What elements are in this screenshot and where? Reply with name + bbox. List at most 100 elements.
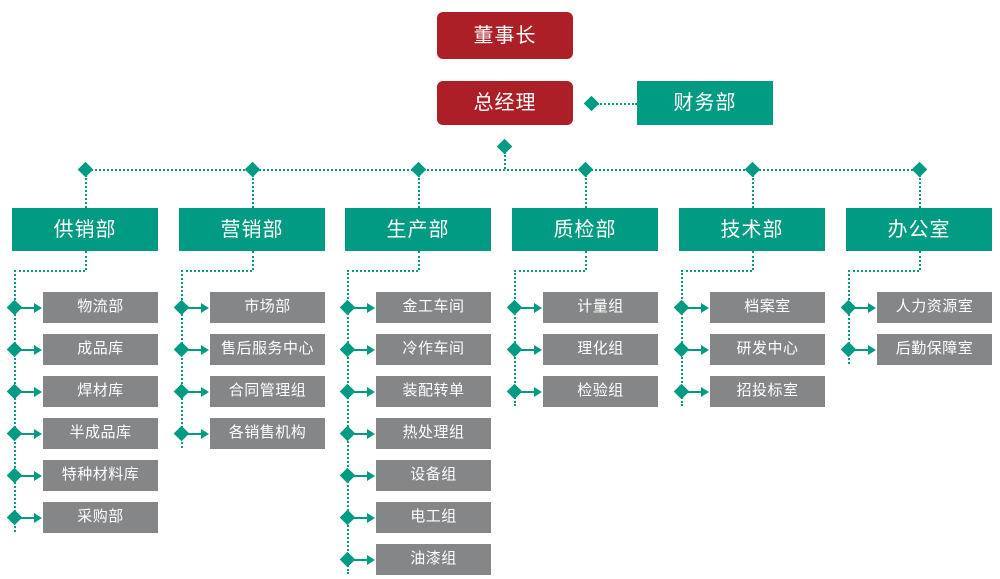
sub-connector-stub-1-1 [187,348,203,351]
dept-rail-elbow-1 [181,270,252,272]
sub-connector-stub-2-0 [353,306,369,309]
dept-rail-elbow-4 [681,270,752,272]
chairman-box: 董事长 [437,12,573,59]
department-box-2[interactable]: 生产部 [345,208,491,251]
dept-rail-vertical-0 [14,270,16,532]
dept-rail-drop-3 [585,251,587,270]
sub-connector-arrow-4-1 [701,344,709,355]
sub-unit-box-0-4[interactable]: 特种材料库 [43,460,158,491]
department-box-0[interactable]: 供销部 [12,208,158,251]
sub-connector-arrow-0-4 [34,470,42,481]
sub-connector-stub-2-6 [353,558,369,561]
sub-unit-box-1-3[interactable]: 各销售机构 [210,418,325,449]
department-bus-line [88,169,921,171]
sub-connector-arrow-1-1 [201,344,209,355]
sub-unit-box-2-1[interactable]: 冷作车间 [376,334,491,365]
sub-connector-arrow-5-1 [868,344,876,355]
sub-connector-stub-4-1 [687,348,703,351]
sub-unit-box-3-2[interactable]: 检验组 [543,376,658,407]
sub-connector-stub-0-2 [20,390,36,393]
sub-unit-box-1-0[interactable]: 市场部 [210,292,325,323]
sub-connector-stub-0-3 [20,432,36,435]
sub-unit-box-1-2[interactable]: 合同管理组 [210,376,325,407]
sub-connector-arrow-4-2 [701,386,709,397]
sub-connector-arrow-0-5 [34,512,42,523]
sub-unit-box-5-0[interactable]: 人力资源室 [877,292,992,323]
department-box-5[interactable]: 办公室 [846,208,992,251]
sub-connector-arrow-0-3 [34,428,42,439]
sub-unit-box-5-1[interactable]: 后勤保障室 [877,334,992,365]
sub-connector-arrow-2-1 [367,344,375,355]
sub-connector-stub-1-3 [187,432,203,435]
dept-rail-vertical-4 [681,270,683,406]
department-box-3[interactable]: 质检部 [512,208,658,251]
sub-unit-box-2-4[interactable]: 设备组 [376,460,491,491]
sub-connector-stub-4-0 [687,306,703,309]
sub-unit-box-2-3[interactable]: 热处理组 [376,418,491,449]
sub-connector-arrow-1-0 [201,302,209,313]
sub-unit-box-3-1[interactable]: 理化组 [543,334,658,365]
sub-connector-arrow-2-6 [367,554,375,565]
sub-unit-box-0-3[interactable]: 半成品库 [43,418,158,449]
dept-rail-drop-5 [919,251,921,270]
dept-rail-elbow-2 [347,270,418,272]
sub-unit-box-3-0[interactable]: 计量组 [543,292,658,323]
sub-unit-box-1-1[interactable]: 售后服务中心 [210,334,325,365]
sub-unit-box-2-2[interactable]: 装配转单 [376,376,491,407]
sub-connector-arrow-2-0 [367,302,375,313]
finance-box: 财务部 [637,81,773,125]
sub-connector-arrow-2-5 [367,512,375,523]
sub-connector-arrow-2-4 [367,470,375,481]
dept-drop-line-2 [418,175,420,208]
sub-connector-stub-1-0 [187,306,203,309]
dept-rail-elbow-0 [14,270,85,272]
sub-connector-stub-0-5 [20,516,36,519]
sub-unit-box-0-5[interactable]: 采购部 [43,502,158,533]
sub-connector-arrow-3-2 [534,386,542,397]
sub-connector-stub-3-0 [520,306,536,309]
department-box-4[interactable]: 技术部 [679,208,825,251]
sub-unit-box-2-5[interactable]: 电工组 [376,502,491,533]
dept-rail-vertical-2 [347,270,349,574]
sub-connector-arrow-1-2 [201,386,209,397]
dept-drop-line-4 [752,175,754,208]
sub-unit-box-0-2[interactable]: 焊材库 [43,376,158,407]
sub-unit-box-0-1[interactable]: 成品库 [43,334,158,365]
sub-connector-arrow-0-1 [34,344,42,355]
dept-drop-line-3 [585,175,587,208]
sub-connector-arrow-1-3 [201,428,209,439]
sub-connector-stub-4-2 [687,390,703,393]
dept-rail-vertical-5 [848,270,850,364]
sub-connector-stub-5-0 [854,306,870,309]
dept-rail-elbow-3 [514,270,585,272]
dept-rail-drop-0 [85,251,87,270]
sub-connector-arrow-0-2 [34,386,42,397]
gm-bus-drop [504,152,506,169]
sub-connector-stub-2-1 [353,348,369,351]
department-box-1[interactable]: 营销部 [179,208,325,251]
dept-rail-vertical-1 [181,270,183,448]
sub-connector-arrow-2-3 [367,428,375,439]
sub-connector-stub-3-1 [520,348,536,351]
gm-finance-link [597,103,637,105]
sub-connector-arrow-0-0 [34,302,42,313]
sub-unit-box-0-0[interactable]: 物流部 [43,292,158,323]
sub-connector-stub-1-2 [187,390,203,393]
sub-unit-box-4-0[interactable]: 档案室 [710,292,825,323]
dept-rail-drop-1 [252,251,254,270]
sub-unit-box-4-2[interactable]: 招投标室 [710,376,825,407]
sub-connector-arrow-3-1 [534,344,542,355]
sub-unit-box-2-6[interactable]: 油漆组 [376,544,491,575]
sub-unit-box-2-0[interactable]: 金工车间 [376,292,491,323]
sub-unit-box-4-1[interactable]: 研发中心 [710,334,825,365]
dept-rail-drop-4 [752,251,754,270]
dept-drop-line-0 [85,175,87,208]
sub-connector-arrow-2-2 [367,386,375,397]
sub-connector-arrow-3-0 [534,302,542,313]
sub-connector-stub-0-4 [20,474,36,477]
sub-connector-stub-2-3 [353,432,369,435]
sub-connector-stub-5-1 [854,348,870,351]
dept-rail-vertical-3 [514,270,516,406]
dept-rail-drop-2 [418,251,420,270]
